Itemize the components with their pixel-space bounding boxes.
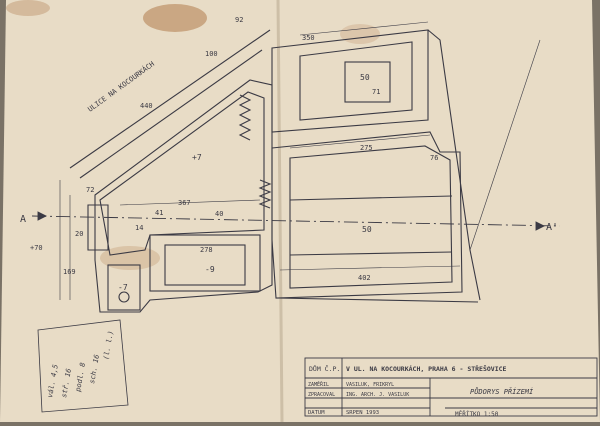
dim-label: 278 bbox=[200, 246, 213, 254]
paper-stain bbox=[100, 246, 160, 270]
dim-label: 92 bbox=[235, 16, 243, 24]
stair-outline bbox=[107, 264, 141, 311]
dim-label: 275 bbox=[360, 144, 373, 152]
drawing-scale: MĚŘÍTKO 1:50 bbox=[455, 410, 499, 418]
dim-label: 440 bbox=[140, 102, 153, 110]
upper-right-wing bbox=[271, 29, 429, 133]
dim-label: 367 bbox=[178, 199, 191, 207]
dim-label: 20 bbox=[75, 230, 83, 238]
dim-label: 71 bbox=[372, 88, 380, 96]
dim-label: 169 bbox=[63, 268, 76, 276]
stair-hatch bbox=[258, 179, 272, 209]
paper-stain bbox=[143, 4, 207, 32]
dim-label: 76 bbox=[430, 154, 438, 162]
room-label: 50 bbox=[360, 73, 370, 82]
title-date-label: DATUM bbox=[308, 410, 325, 416]
dim-label: +70 bbox=[30, 244, 43, 252]
title-block: DŮM Č.P. V UL. NA KOCOURKÁCH, PRAHA 6 - … bbox=[304, 357, 598, 418]
left-room-outline bbox=[99, 91, 265, 256]
room-label: +7 bbox=[192, 153, 202, 162]
dim-label: 100 bbox=[205, 50, 218, 58]
dimension-lines bbox=[59, 21, 541, 300]
title-date: SRPEN 1993 bbox=[346, 410, 379, 416]
wall-line bbox=[289, 251, 453, 256]
title-processed-label: ZPRACOVAL bbox=[308, 392, 335, 398]
left-wing-outline bbox=[94, 79, 273, 313]
main-right-room bbox=[289, 145, 453, 289]
title-processed: ING. ARCH. J. VASILUK bbox=[346, 392, 409, 398]
dim-label: 350 bbox=[302, 34, 315, 42]
dim-label: 40 bbox=[215, 210, 223, 218]
room-outline bbox=[164, 244, 246, 286]
floor-plan bbox=[69, 29, 481, 313]
entrance-outline bbox=[87, 204, 109, 251]
paper-stain bbox=[340, 24, 380, 44]
street-line bbox=[69, 29, 271, 169]
room-label: -7 bbox=[118, 283, 128, 292]
title-address: V UL. NA KOCOURKÁCH, PRAHA 6 - STŘEŠOVIC… bbox=[346, 364, 507, 373]
paper-stain bbox=[6, 0, 50, 16]
property-line bbox=[427, 29, 481, 301]
title-drew-label: ZAMĚŘIL bbox=[308, 380, 329, 388]
title-drew: VASILUK, FRIKRYL bbox=[346, 382, 394, 388]
main-right-wing bbox=[271, 131, 463, 299]
property-line bbox=[275, 297, 479, 303]
dim-label: 402 bbox=[358, 274, 371, 282]
dim-label: 14 bbox=[135, 224, 143, 232]
section-line bbox=[31, 211, 561, 231]
room-outline bbox=[149, 234, 261, 292]
room-label: 50 bbox=[362, 225, 372, 234]
section-label-a: A bbox=[20, 214, 26, 225]
well-symbol bbox=[118, 291, 130, 303]
wall-line bbox=[289, 195, 453, 201]
room-label: -9 bbox=[205, 265, 215, 274]
dim-label: 72 bbox=[86, 186, 94, 194]
paper-fold bbox=[276, 0, 284, 423]
title-building: DŮM Č.P. bbox=[309, 364, 340, 373]
upper-right-room bbox=[299, 41, 413, 121]
room-outline bbox=[344, 61, 391, 103]
section-label-a-prime: A' bbox=[546, 222, 558, 233]
drawing-title: PŮDORYS PŘÍZEMÍ bbox=[470, 387, 534, 396]
dim-label: 41 bbox=[155, 209, 163, 217]
street-line bbox=[79, 49, 263, 179]
stair-hatch bbox=[238, 94, 252, 141]
